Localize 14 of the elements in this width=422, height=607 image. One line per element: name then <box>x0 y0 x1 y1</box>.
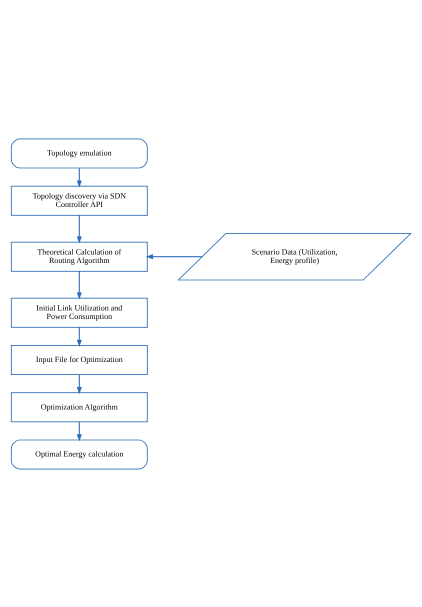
arrow <box>146 254 202 259</box>
arrow <box>76 374 82 394</box>
node-box: Optimization Algorithm <box>10 392 148 422</box>
node-box: Optimal Energy calculation <box>10 439 148 470</box>
arrow <box>76 215 82 244</box>
node-box: Theoretical Calculation of Routing Algorithm <box>10 241 148 272</box>
node-box: Topology discovery via SDN Controller API <box>10 185 148 216</box>
arrow <box>76 422 82 442</box>
arrow <box>76 168 82 188</box>
node-box: Initial Link Utilization and Power Consumption <box>10 297 148 328</box>
arrow <box>76 326 82 347</box>
node-box: Input File for Optimization <box>10 344 148 374</box>
arrow <box>76 271 82 300</box>
node-box: Topology emulation <box>10 138 148 168</box>
